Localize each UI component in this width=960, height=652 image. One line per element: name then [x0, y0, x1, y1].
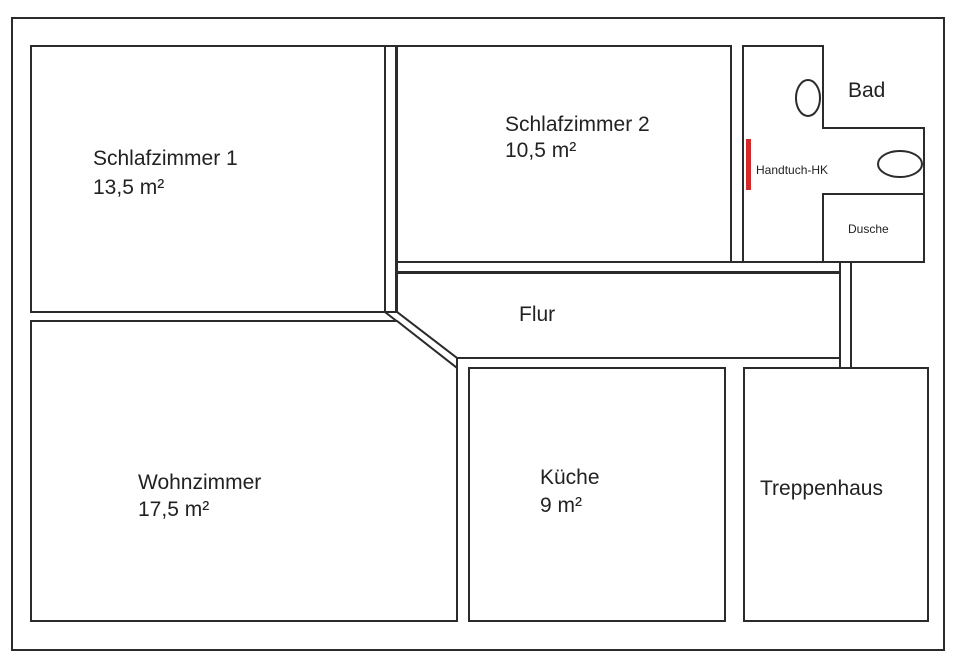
room-wohnzimmer[interactable]	[30, 320, 458, 622]
room-treppenhaus[interactable]	[743, 367, 929, 622]
kueche-area: 9 m²	[540, 494, 582, 517]
bad-label: Bad	[848, 79, 885, 102]
handtuch-label: Handtuch-HK	[756, 163, 828, 177]
schlafzimmer-2-label: Schlafzimmer 2	[505, 113, 650, 136]
wall-gap-horizontal	[396, 261, 852, 273]
flur-label: Flur	[519, 303, 555, 326]
room-schlafzimmer-1[interactable]	[30, 45, 386, 313]
schlafzimmer-1-area: 13,5 m²	[93, 176, 164, 199]
wohnzimmer-area: 17,5 m²	[138, 498, 209, 521]
kueche-label: Küche	[540, 466, 600, 489]
toilet-icon	[795, 79, 821, 117]
room-schlafzimmer-2[interactable]	[396, 45, 732, 263]
room-kueche[interactable]	[468, 367, 726, 622]
wall-gap-vertical	[384, 45, 397, 313]
room-flur[interactable]	[396, 272, 841, 359]
schlafzimmer-1-label: Schlafzimmer 1	[93, 147, 238, 170]
schlafzimmer-2-area: 10,5 m²	[505, 139, 576, 162]
treppenhaus-label: Treppenhaus	[760, 477, 883, 500]
outer-wall	[11, 17, 945, 651]
sink-icon	[877, 150, 923, 178]
wall-gap-flur-right	[839, 261, 852, 369]
dusche-label: Dusche	[848, 222, 889, 236]
towel-heater-icon	[746, 139, 751, 190]
room-dusche[interactable]	[822, 193, 925, 263]
wohnzimmer-label: Wohnzimmer	[138, 471, 261, 494]
